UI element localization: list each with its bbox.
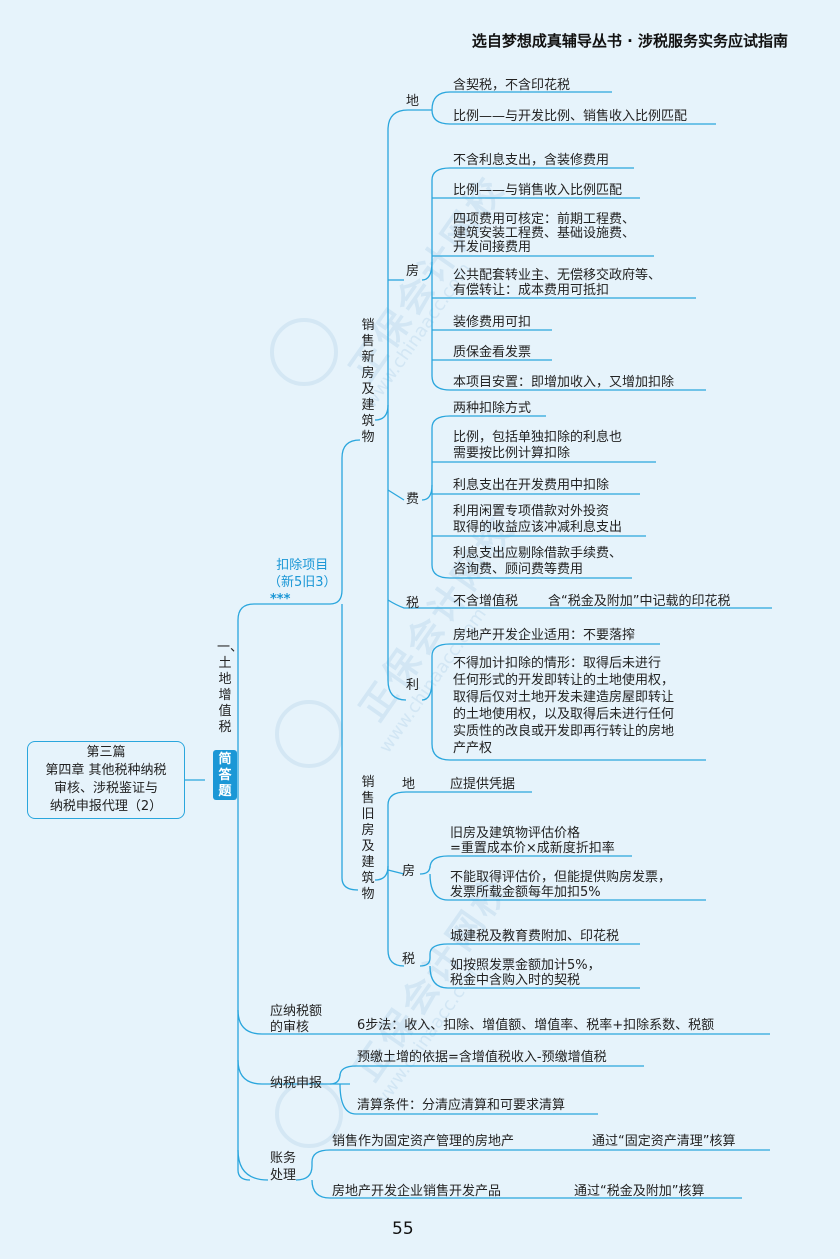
accounting-row2-left: 房地产开发企业销售开发产品 bbox=[332, 1184, 502, 1199]
new-house-fee-item: 取得的收益应该冲减利息支出 bbox=[453, 520, 623, 535]
accounting-row1-left: 销售作为固定资产管理的房地产 bbox=[332, 1134, 515, 1149]
new-house-house-item: 本项目安置：即增加收入，又增加扣除 bbox=[453, 375, 675, 390]
deduction-label-line2: （新5旧3） bbox=[268, 575, 337, 590]
question-type-badge: 简答题 bbox=[213, 750, 237, 800]
deduction-node[interactable]: 扣除项目 （新5旧3） bbox=[268, 557, 337, 591]
new-house-house-item: 有偿转让：成本费用可抵扣 bbox=[453, 283, 610, 298]
deduction-label-line1: 扣除项目 bbox=[276, 558, 329, 573]
new-house-house-label: 房 bbox=[406, 264, 420, 279]
old-house-house-item: 发票所载金额每年加扣5% bbox=[450, 885, 601, 900]
importance-stars: *** bbox=[270, 592, 291, 607]
new-house-house-item: 装修费用可扣 bbox=[453, 315, 532, 330]
new-house-fee-item: 利息支出应剔除借款手续费、 bbox=[453, 546, 623, 561]
watermark-logo-icon bbox=[275, 700, 343, 768]
tax-review-item: 6步法：收入、扣除、增值额、增值率、税率+扣除系数、税额 bbox=[357, 1018, 715, 1033]
connector-new-house-fee bbox=[387, 489, 405, 501]
new-house-fee-item: 利用闲置专项借款对外投资 bbox=[453, 504, 610, 519]
new-house-house-item: 开发间接费用 bbox=[453, 240, 532, 255]
root-line2: 第四章 其他税种纳税 bbox=[45, 763, 167, 778]
filing-item: 清算条件：分清应清算和可要求清算 bbox=[357, 1098, 566, 1113]
connector-land bbox=[431, 91, 612, 111]
new-house-house-item: 公共配套转业主、无偿移交政府等、 bbox=[453, 268, 662, 283]
tax-review-label[interactable]: 应纳税额 的审核 bbox=[270, 1004, 322, 1036]
connector-topic-trunk-lower bbox=[237, 800, 251, 1181]
filing-item: 预缴土增的依据=含增值税收入-预缴增值税 bbox=[357, 1050, 607, 1065]
accounting-label-line1: 账务 bbox=[270, 1151, 297, 1166]
page-number: 55 bbox=[392, 1219, 414, 1239]
new-house-profit-item: 任何形式的开发即转让的土地使用权， bbox=[453, 673, 675, 688]
old-house-house-item: 不能取得评估价，但能提供购房发票， bbox=[450, 870, 672, 885]
accounting-row2-right: 通过“税金及附加”核算 bbox=[574, 1184, 705, 1199]
root-line4: 纳税申报代理（2） bbox=[49, 799, 163, 814]
tax-review-label-line1: 应纳税额 bbox=[270, 1004, 323, 1019]
new-house-fee-label: 费 bbox=[406, 492, 420, 507]
new-house-house-item: 四项费用可核定：前期工程费、 bbox=[453, 212, 636, 227]
page-header: 选自梦想成真辅导丛书 · 涉税服务实务应试指南 bbox=[471, 32, 788, 50]
new-house-profit-item: 房地产开发企业适用：不要落搾 bbox=[453, 628, 636, 643]
old-house-tax-item: 如按照发票金额加计5%， bbox=[450, 958, 601, 973]
topic-label: 一、土地增值税 bbox=[217, 640, 244, 735]
new-house-tax-item: 不含增值税 bbox=[453, 594, 519, 609]
new-house-tax-item: 含“税金及附加”中记载的印花税 bbox=[548, 594, 731, 609]
old-house-land-label: 地 bbox=[402, 777, 416, 792]
new-house-land-label: 地 bbox=[406, 94, 420, 109]
new-house-fee-item: 利息支出在开发费用中扣除 bbox=[453, 478, 610, 493]
accounting-label[interactable]: 账务 处理 bbox=[270, 1150, 296, 1184]
accounting-label-line2: 处理 bbox=[270, 1168, 297, 1183]
old-house-tax-item: 税金中含购入时的契税 bbox=[450, 973, 581, 988]
new-house-label: 销售新房及建筑物 bbox=[361, 318, 375, 445]
accounting-row1-right: 通过“固定资产清理”核算 bbox=[592, 1134, 736, 1149]
new-house-house-item: 比例——与销售收入比例匹配 bbox=[453, 183, 623, 198]
filing-label[interactable]: 纳税申报 bbox=[270, 1076, 323, 1091]
new-house-profit-item: 产产权 bbox=[453, 741, 493, 756]
old-house-house-label: 房 bbox=[402, 864, 416, 879]
new-house-tax-label: 税 bbox=[406, 596, 420, 611]
old-house-tax-item: 城建税及教育费附加、印花税 bbox=[450, 929, 620, 944]
new-house-fee-item: 需要按比例计算扣除 bbox=[453, 446, 571, 461]
new-house-house-item: 不含利息支出，含装修费用 bbox=[453, 153, 610, 168]
new-house-house-item: 建筑安装工程费、基础设施费、 bbox=[453, 226, 636, 241]
new-house-house-item: 质保金看发票 bbox=[453, 345, 532, 360]
old-house-label: 销售旧房及建筑物 bbox=[361, 775, 375, 902]
connector-accounting-sub bbox=[295, 1149, 770, 1181]
old-house-house-item: 旧房及建筑物评估价格 bbox=[450, 826, 581, 841]
connector-deduction-old bbox=[341, 604, 359, 891]
old-house-tax-label: 税 bbox=[402, 952, 416, 967]
new-house-fee-item: 两种扣除方式 bbox=[453, 401, 532, 416]
new-house-profit-item: 实质性的改良或开发即再行转让的房地 bbox=[453, 724, 675, 739]
old-house-house-item: =重置成本价×成新度折扣率 bbox=[450, 841, 615, 856]
new-house-land-item: 含契税，不含印花税 bbox=[453, 78, 571, 93]
new-house-fee-item: 咨询费、顾问费等费用 bbox=[453, 562, 584, 577]
watermark-logo-icon bbox=[270, 318, 338, 386]
new-house-profit-item: 取得后仅对土地开发未建造房屋即转让 bbox=[453, 690, 675, 705]
new-house-profit-item: 的土地使用权，以及取得后未进行任何 bbox=[453, 707, 675, 722]
old-house-land-item: 应提供凭据 bbox=[450, 777, 516, 792]
root-node[interactable]: 第三篇 第四章 其他税种纳税 审核、涉税鉴证与 纳税申报代理（2） bbox=[27, 741, 185, 819]
new-house-profit-item: 不得加计扣除的情形：取得后未进行 bbox=[453, 656, 662, 671]
new-house-fee-item: 比例，包括单独扣除的利息也 bbox=[453, 430, 623, 445]
root-line3: 审核、涉税鉴证与 bbox=[53, 781, 158, 796]
connector-old-house-low bbox=[387, 866, 405, 967]
tax-review-label-line2: 的审核 bbox=[270, 1020, 310, 1035]
root-line1: 第三篇 bbox=[86, 745, 126, 760]
new-house-profit-label: 利 bbox=[406, 678, 420, 693]
new-house-land-item: 比例——与开发比例、销售收入比例匹配 bbox=[453, 109, 688, 124]
connector-accounting bbox=[237, 1149, 269, 1181]
